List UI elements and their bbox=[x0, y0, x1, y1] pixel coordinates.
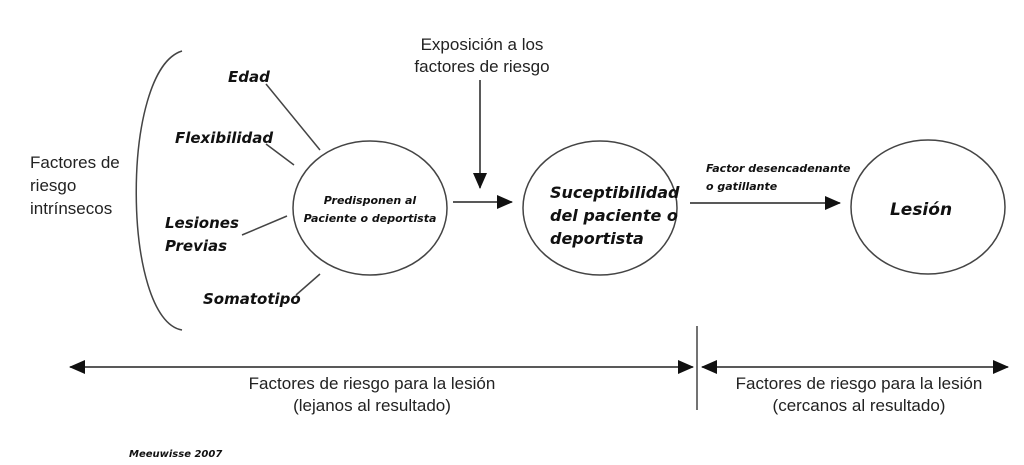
proximal-factors-label: (cercanos al resultado) bbox=[773, 396, 946, 415]
exposure-label: Exposición a los bbox=[421, 35, 544, 54]
exposure-label: factores de riesgo bbox=[414, 57, 549, 76]
connector-line bbox=[265, 143, 295, 166]
distant-factors-label: Factores de riesgo para la lesión bbox=[249, 374, 496, 393]
node-text: Predisponen al bbox=[324, 194, 417, 207]
intrinsic-label-line: intrínsecos bbox=[30, 199, 112, 218]
citation: Meeuwisse 2007 bbox=[129, 449, 222, 460]
node-text: del paciente o bbox=[550, 206, 678, 225]
connector-line bbox=[295, 273, 321, 296]
node-lesion: Lesión bbox=[850, 139, 1006, 275]
intrinsic-label-line: riesgo bbox=[30, 176, 76, 195]
node-text: deportista bbox=[550, 229, 644, 248]
factor-flexibilidad: Flexibilidad bbox=[175, 129, 273, 147]
intrinsic-label-line: Factores de bbox=[30, 153, 120, 172]
node-susceptibilidad: Suceptibilidad del paciente o deportista bbox=[522, 140, 680, 276]
bracket bbox=[135, 50, 183, 331]
factor-somatotipo: Somatotipo bbox=[203, 290, 301, 308]
connector-line bbox=[241, 215, 288, 236]
factor-edad: Edad bbox=[228, 68, 270, 86]
trigger-label: Factor desencadenante bbox=[706, 162, 851, 175]
trigger-label: o gatillante bbox=[706, 180, 778, 193]
intrinsic-factors-label: Factores de riesgo intrínsecos bbox=[30, 153, 120, 218]
factor-lesiones: Previas bbox=[165, 237, 227, 255]
proximal-factors-label: Factores de riesgo para la lesión bbox=[736, 374, 983, 393]
connector-line bbox=[265, 83, 321, 151]
distant-factors-label: (lejanos al resultado) bbox=[293, 396, 451, 415]
node-predisponen: Predisponen al Paciente o deportista bbox=[292, 140, 448, 276]
node-text: Paciente o deportista bbox=[304, 212, 437, 225]
factor-lesiones: Lesiones bbox=[165, 214, 239, 232]
node-text: Suceptibilidad bbox=[550, 183, 680, 202]
node-text: Lesión bbox=[890, 200, 952, 220]
